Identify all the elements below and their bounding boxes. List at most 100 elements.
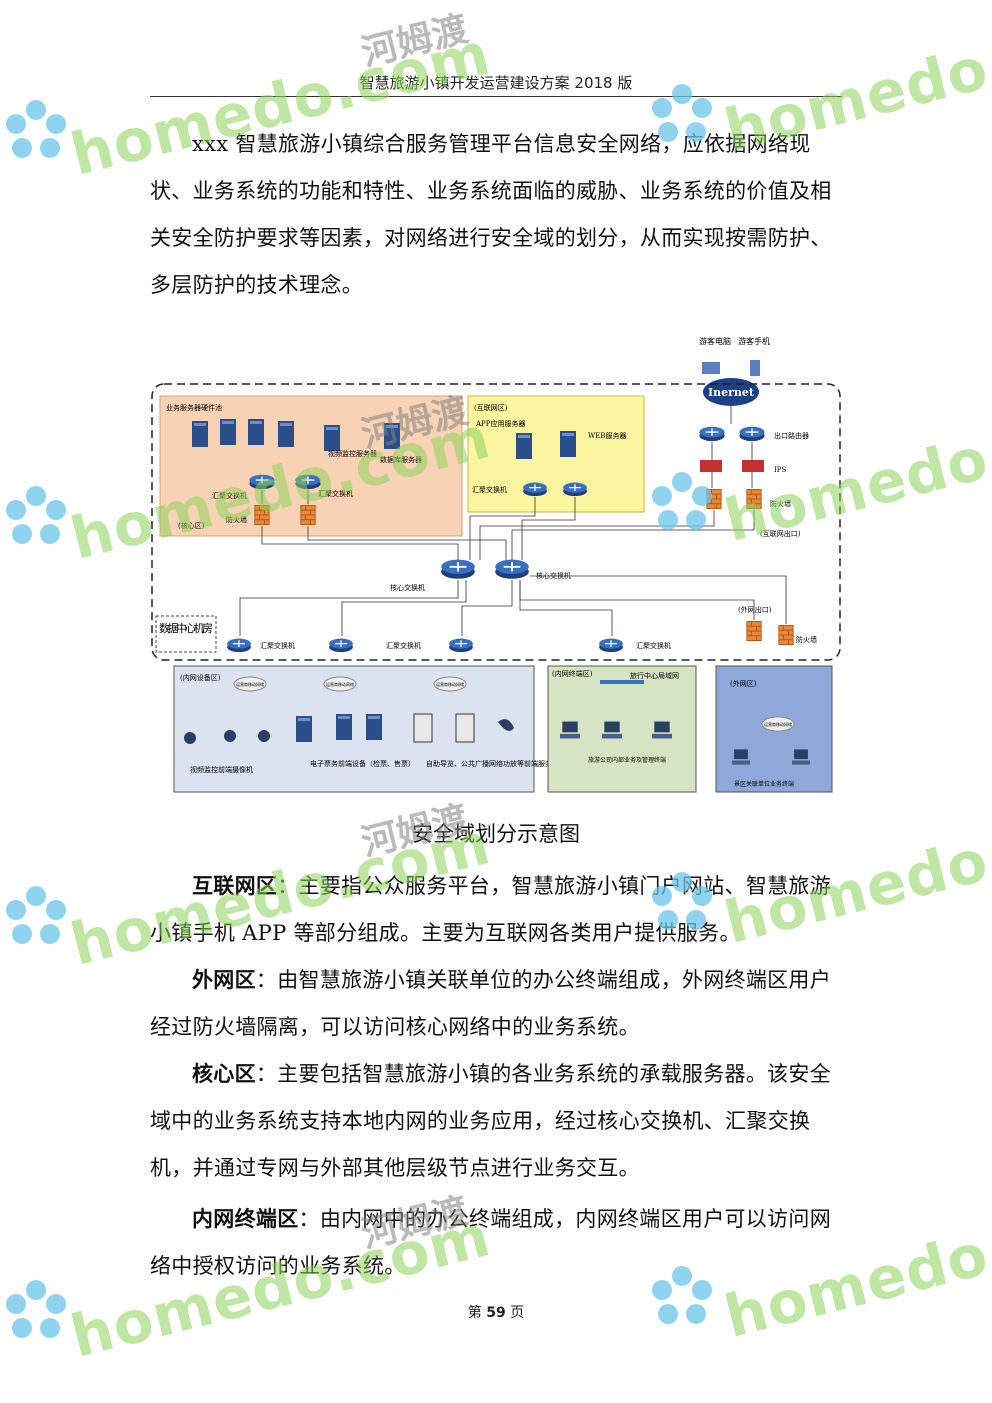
ext-firewall-label: 防火墙 — [796, 635, 817, 644]
agg-switch-a-icon — [226, 637, 252, 653]
visitor-phone-icon: 游客手机 — [738, 336, 770, 376]
inner-cloud-1-label: 运营商移动网络 — [236, 681, 264, 687]
section-separator: ： — [255, 1062, 278, 1086]
section-separator: ： — [255, 968, 278, 992]
inet-agg-switch-label: 汇聚交换机 — [472, 485, 507, 494]
agg-switch-b-icon — [328, 637, 354, 653]
flower-logo-icon — [6, 100, 66, 158]
flower-logo-icon — [652, 84, 712, 142]
exit-router-1-icon — [698, 426, 726, 442]
web-server-label: WEB服务器 — [588, 431, 626, 440]
inner-cloud-1-icon — [233, 676, 267, 692]
terminal-pc-1-icon — [560, 721, 580, 739]
inet-agg-switch-1-icon — [522, 481, 548, 497]
core-switch-1-icon — [440, 558, 476, 580]
flower-logo-icon — [652, 1266, 712, 1324]
section-external-zone: 外网区：由智慧旅游小镇关联单位的办公终端组成，外网终端区用户经过防火墙隔离，可以… — [150, 956, 850, 1051]
section-term: 核心区 — [192, 1061, 256, 1086]
visitor-pc-label: 游客电脑 — [699, 336, 731, 346]
datacenter-border — [151, 383, 841, 661]
page-footer: 第 59 页 — [150, 1302, 842, 1322]
core-agg-switch-1-label: 汇聚交换机 — [212, 491, 247, 500]
inner-cloud-2-label: 运营商移动网络 — [326, 681, 354, 687]
internet-zone-label: (互联网区) — [474, 403, 508, 412]
db-server-label: 数据库服务器 — [380, 455, 422, 464]
visitor-phone-label: 游客手机 — [738, 336, 770, 346]
flower-logo-icon — [6, 486, 66, 544]
page-header: 智慧旅游小镇开发运营建设方案 2018 版 — [150, 70, 842, 97]
exit-router-label: 出口路由器 — [774, 431, 809, 440]
internet-label: Inernet — [708, 386, 755, 399]
flower-logo-icon — [652, 872, 712, 930]
ext-pc-2-icon — [792, 749, 810, 765]
core-switch-left-label: 核心交换机 — [390, 583, 425, 592]
section-term: 外网区 — [192, 967, 256, 992]
diagram-caption: 安全域划分示意图 — [412, 822, 580, 846]
terminal-pc-2-icon — [602, 721, 622, 739]
ips-2-icon — [742, 460, 764, 472]
core-switch-2-icon — [494, 558, 530, 580]
visitor-pc-icon: 游客电脑 — [699, 336, 731, 374]
camera-icons — [184, 730, 270, 744]
section-term: 互联网区 — [192, 873, 278, 898]
inet-agg-switch-2-icon — [562, 481, 588, 497]
section-text: 由内网中的办公终端组成，内网终端区用户可以访问网络中授权访问的业务系统。 — [150, 1207, 832, 1278]
ips-label: IPS — [774, 466, 786, 474]
agg-switch-d-label: 汇聚交换机 — [636, 641, 671, 650]
camera-label: 视频监控前端摄像机 — [190, 765, 253, 774]
core-agg-switch-2-label: 汇聚交换机 — [318, 489, 353, 498]
ext-term-label: 景区关联单位业务终端 — [734, 780, 794, 788]
ticket-device-1-icon — [296, 716, 312, 742]
section-text: 主要包括智慧旅游小镇的各业务系统的承载服务器。该安全域中的业务系统支持本地内网的… — [150, 1062, 832, 1180]
ext-cloud-label: 运营商移动网络 — [764, 721, 792, 727]
ticket-device-3-icon — [366, 714, 382, 740]
edge-firewall-label: 防火墙 — [770, 499, 791, 508]
lan-label: 旅行中心局域网 — [630, 671, 679, 680]
flower-logo-icon — [6, 1280, 66, 1338]
ext-firewall-2-icon — [778, 624, 794, 646]
flower-logo-icon — [652, 472, 712, 530]
section-text: 主要指公众服务平台，智慧旅游小镇门户网站、智慧旅游小镇手机 APP 等部分组成。… — [150, 874, 832, 945]
app-server-icon — [516, 433, 532, 459]
agg-switch-a-label: 汇聚交换机 — [260, 641, 295, 650]
ticket-label: 电子票务前端设备（检票、售票） — [310, 759, 415, 768]
section-internet-zone: 互联网区：主要指公众服务平台，智慧旅游小镇门户网站、智慧旅游小镇手机 APP 等… — [150, 862, 850, 957]
agg-switch-c-icon — [448, 637, 474, 653]
section-core-zone: 核心区：主要包括智慧旅游小镇的各业务系统的承载服务器。该安全域中的业务系统支持本… — [150, 1050, 850, 1192]
section-separator: ： — [277, 874, 299, 898]
internet-cloud-icon: Inernet — [703, 378, 759, 406]
lan-bar — [600, 680, 644, 684]
inner-cloud-2-icon — [323, 676, 357, 692]
agg-switch-c-label: 汇聚交换机 — [386, 641, 421, 650]
ticket-device-2-icon — [336, 714, 352, 740]
footer-suffix: 页 — [510, 1305, 525, 1321]
intro-paragraph: xxx 智慧旅游小镇综合服务管理平台信息安全网络，应依据网络现状、业务系统的功能… — [150, 132, 832, 297]
footer-prefix: 第 — [467, 1305, 482, 1321]
flower-logo-icon — [6, 886, 66, 944]
core-switch-right-label: 核心交换机 — [536, 571, 571, 580]
internet-exit-label: (互联网出口) — [760, 529, 801, 538]
ext-firewall-1-icon — [746, 620, 762, 642]
datacenter-label: 数据中心机房 — [159, 621, 213, 635]
ext-cloud-icon — [761, 716, 795, 732]
terminal-label: 旅游公司内部业务及管理终端 — [588, 756, 666, 764]
section-term: 内网终端区 — [192, 1206, 299, 1231]
kiosk-1-icon — [413, 713, 433, 743]
inner-zone-label: (内网设备区) — [180, 673, 221, 682]
web-server-icon — [560, 431, 576, 457]
datacenter-label-box — [155, 615, 217, 653]
core-firewall-label: 防火墙 — [226, 515, 247, 524]
section-inner-terminal-zone: 内网终端区：由内网中的办公终端组成，内网终端区用户可以访问网络中授权访问的业务系… — [150, 1195, 850, 1290]
ips-1-icon — [700, 460, 722, 472]
agg-switch-d-icon — [598, 637, 624, 653]
video-server-label: 视频监控服务器 — [328, 449, 377, 458]
kiosk-2-icon — [455, 713, 475, 743]
ext-zone-label: (外网区) — [730, 679, 757, 688]
ext-exit-label: (外网出口) — [738, 605, 772, 614]
network-diagram: 游客电脑 游客手机 Inernet 业务服务器硬件池 视频监控服务器 数据库服务… — [151, 336, 841, 793]
exit-router-2-icon — [738, 426, 766, 442]
inner-cloud-3-icon — [433, 676, 467, 692]
ext-pc-1-icon — [732, 749, 750, 765]
kiosk-label: 自助导览、公共广播网络功放等前端服务设备 — [426, 759, 566, 768]
terminal-pc-3-icon — [652, 721, 672, 739]
